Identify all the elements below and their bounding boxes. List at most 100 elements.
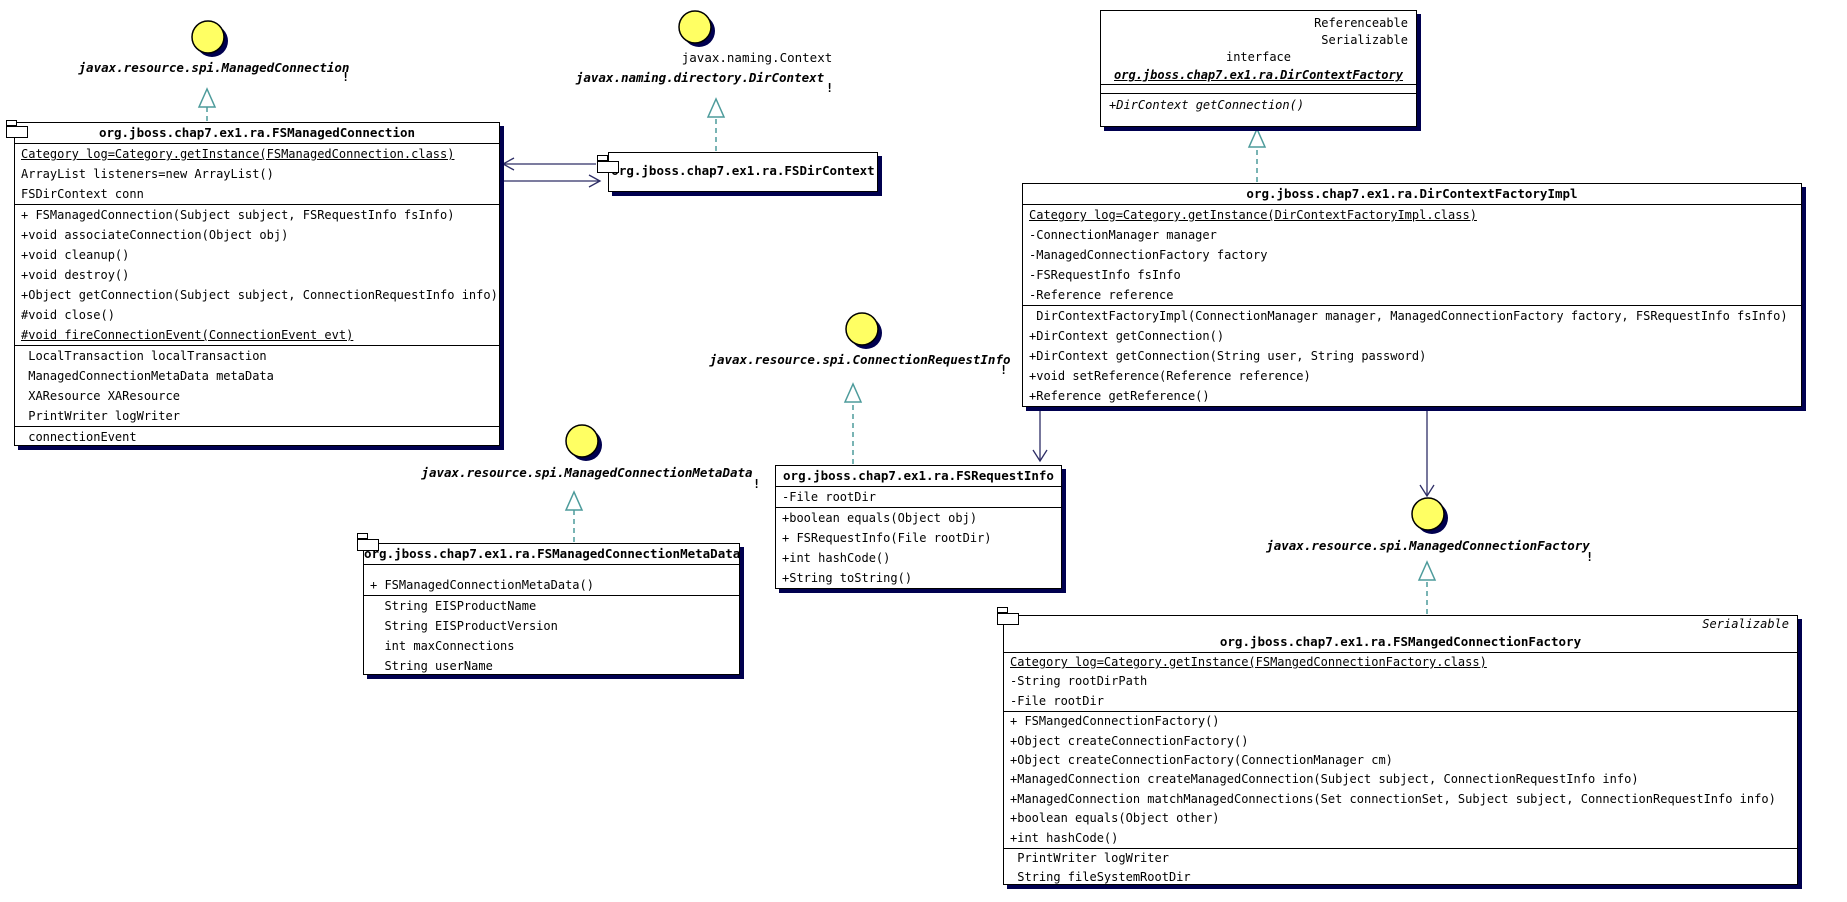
attribute-row: -FSRequestInfo fsInfo [1029, 268, 1181, 282]
method-row: +Reference getReference() [1029, 389, 1210, 403]
arrowhead-down-icon [1419, 484, 1435, 498]
method-row: +boolean equals(Object other) [1010, 811, 1220, 826]
triangle-icon [1247, 127, 1267, 148]
attribute-row: ArrayList listeners=new ArrayList() [21, 167, 274, 181]
property-row: String fileSystemRootDir [1010, 870, 1191, 885]
label-connection-request-info: javax.resource.spi.ConnectionRequestInfo [709, 352, 1011, 367]
triangle-icon [706, 97, 726, 118]
class-box-fs-manged-connection-factory[interactable]: Serializable org.jboss.chap7.ex1.ra.FSMa… [996, 607, 1798, 885]
label-managed-connection-meta-data: javax.resource.spi.ManagedConnectionMeta… [421, 465, 753, 480]
property-row: String EISProductVersion [370, 619, 558, 633]
interface-title: org.jboss.chap7.ex1.ra.DirContextFactory [1101, 66, 1416, 85]
class-title: org.jboss.chap7.ex1.ra.FSMangedConnectio… [1004, 632, 1797, 653]
method-row: +ManagedConnection matchManagedConnectio… [1010, 791, 1776, 806]
method-row: +DirContext getConnection() [1029, 329, 1225, 343]
method-row: + FSManagedConnectionMetaData() [364, 575, 739, 596]
triangle-icon [564, 490, 584, 511]
method-row: #void fireConnectionEvent(ConnectionEven… [15, 325, 499, 346]
property-row: PrintWriter logWriter [1010, 850, 1169, 865]
class-icon [356, 533, 379, 551]
method-row: DirContextFactoryImpl(ConnectionManager … [1029, 309, 1788, 323]
method-row: +void cleanup() [21, 248, 130, 262]
property-row: int maxConnections [370, 639, 515, 653]
property-row: XAResource XAResource [21, 389, 180, 403]
triangle-icon [843, 382, 863, 403]
event-row: connectionEvent [21, 430, 137, 444]
class-box-fs-request-info[interactable]: org.jboss.chap7.ex1.ra.FSRequestInfo -Fi… [775, 465, 1062, 589]
label-managed-connection-factory: javax.resource.spi.ManagedConnectionFact… [1266, 538, 1590, 553]
lollipop-connection-request-info[interactable] [845, 312, 882, 349]
property-row: PrintWriter logWriter [15, 406, 499, 427]
method-row: +Object createConnectionFactory(Connecti… [1010, 752, 1393, 767]
class-box-fs-dir-context[interactable]: org.jboss.chap7.ex1.ra.FSDirContext [596, 152, 878, 192]
tick-mark: ! [1000, 363, 1008, 377]
attribute-row: -File rootDir [776, 487, 1061, 508]
property-row: String userName [370, 659, 493, 673]
generalization-triangles [197, 87, 1437, 581]
attribute-row: Category log=Category.getInstance(FSMang… [1010, 655, 1487, 669]
method-row: +void setReference(Reference reference) [1029, 369, 1311, 383]
method-row: +DirContext getConnection(String user, S… [1029, 349, 1427, 363]
class-title: org.jboss.chap7.ex1.ra.FSManagedConnecti… [364, 544, 739, 565]
arrowhead-left-icon [501, 157, 515, 171]
class-icon [5, 120, 28, 138]
tick-mark: ! [342, 70, 350, 84]
lollipop-dir-context[interactable] [678, 10, 715, 47]
stereotype-serializable: Serializable [1321, 33, 1408, 47]
label-naming-context: javax.naming.Context [681, 50, 833, 65]
label-managed-connection: javax.resource.spi.ManagedConnection [78, 60, 350, 75]
attribute-row: -String rootDirPath [1010, 674, 1148, 689]
arrowhead-down-icon [1032, 449, 1048, 463]
method-row: +String toString() [782, 571, 913, 585]
class-title: org.jboss.chap7.ex1.ra.FSDirContext [611, 163, 875, 178]
property-row: String EISProductName [370, 599, 537, 613]
class-title: org.jboss.chap7.ex1.ra.FSRequestInfo [776, 466, 1061, 487]
attribute-row: Category log=Category.getInstance(DirCon… [1029, 208, 1477, 222]
method-row: +int hashCode() [782, 551, 891, 565]
stereotype-referenceable: Referenceable [1314, 16, 1408, 30]
lollipop-managed-connection-factory[interactable] [1411, 497, 1448, 534]
association-arrows [500, 157, 1435, 498]
method-row: +ManagedConnection createManagedConnecti… [1010, 772, 1639, 787]
attribute-row: FSDirContext conn [15, 184, 499, 205]
method-row: +int hashCode() [1004, 829, 1797, 849]
attribute-row: Category log=Category.getInstance(FSMana… [21, 147, 455, 161]
stereotype-serializable: Serializable [1702, 617, 1789, 631]
class-title: org.jboss.chap7.ex1.ra.FSManagedConnecti… [15, 123, 499, 144]
method-row: +Object createConnectionFactory() [1010, 733, 1249, 748]
method-row: + FSMangedConnectionFactory() [1010, 714, 1220, 729]
label-dir-context: javax.naming.directory.DirContext [575, 70, 825, 85]
method-row: +void destroy() [21, 268, 130, 282]
method-row: +boolean equals(Object obj) [782, 511, 978, 525]
arrowhead-right-icon [588, 174, 602, 188]
interface-box-dir-context-factory[interactable]: Referenceable Serializable interface org… [1100, 10, 1417, 127]
tick-mark: ! [753, 477, 761, 491]
triangle-icon [197, 87, 217, 108]
tick-mark: ! [1586, 550, 1594, 564]
attribute-row: -File rootDir [1004, 692, 1797, 713]
attribute-row: -ConnectionManager manager [1029, 228, 1217, 242]
interface-keyword: interface [1225, 50, 1292, 64]
method-row: #void close() [21, 308, 115, 322]
method-row: + FSManagedConnection(Subject subject, F… [21, 208, 455, 222]
class-title: org.jboss.chap7.ex1.ra.DirContextFactory… [1023, 184, 1801, 205]
lollipop-managed-connection-meta-data[interactable] [565, 424, 602, 461]
empty-attributes-compartment [364, 565, 739, 575]
method-row: +void associateConnection(Object obj) [21, 228, 289, 242]
class-box-fs-managed-connection-meta-data[interactable]: org.jboss.chap7.ex1.ra.FSManagedConnecti… [356, 533, 740, 675]
attribute-row: -Reference reference [1023, 285, 1801, 306]
attribute-row: -ManagedConnectionFactory factory [1029, 248, 1268, 262]
class-box-fs-managed-connection[interactable]: org.jboss.chap7.ex1.ra.FSManagedConnecti… [5, 120, 500, 446]
realization-lines [206, 107, 1428, 614]
tick-mark: ! [826, 81, 834, 95]
lollipop-managed-connection[interactable] [191, 20, 228, 57]
method-row: + FSRequestInfo(File rootDir) [782, 531, 992, 545]
property-row: ManagedConnectionMetaData metaData [21, 369, 274, 383]
property-row: LocalTransaction localTransaction [21, 349, 267, 363]
class-icon [596, 155, 619, 173]
class-box-dir-context-factory-impl[interactable]: org.jboss.chap7.ex1.ra.DirContextFactory… [1022, 183, 1802, 407]
method-row: +Object getConnection(Subject subject, C… [21, 288, 498, 302]
class-icon [996, 607, 1019, 625]
